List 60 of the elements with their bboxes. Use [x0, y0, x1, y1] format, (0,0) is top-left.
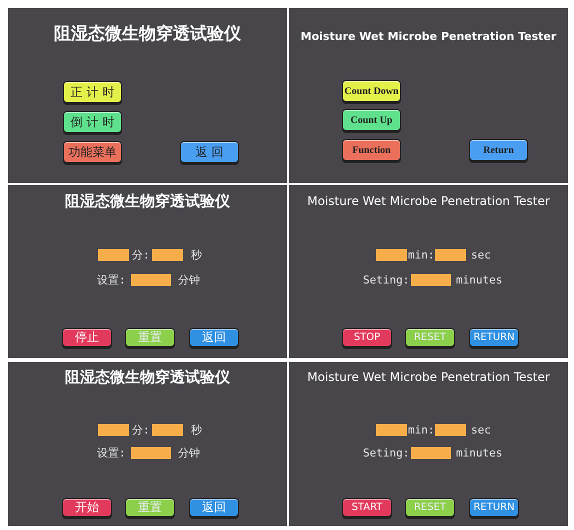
- input-field: [131, 447, 171, 459]
- field-label: Seting:: [363, 274, 410, 286]
- field-label: minutes: [456, 446, 502, 460]
- field-label: 设置:: [97, 446, 126, 460]
- button: 正 计 时: [63, 81, 122, 103]
- field-label: 分:: [132, 422, 150, 438]
- button: 返回: [189, 498, 239, 517]
- input-field: [411, 274, 451, 286]
- field-label: 分钟: [178, 446, 200, 460]
- screen-panel: [8, 362, 287, 526]
- button: RETURN: [469, 328, 519, 347]
- field-label: 分:: [132, 248, 150, 262]
- button: 停止: [62, 328, 112, 347]
- screen-title: 阻湿态微生物穿透试验仪: [64, 192, 231, 211]
- input-field: [376, 249, 407, 261]
- input-field: [98, 249, 129, 261]
- field-label: sec: [471, 424, 491, 436]
- field-label: 设置:: [97, 272, 126, 288]
- button: RESET: [405, 498, 455, 517]
- input-field: [435, 249, 466, 261]
- screen-panel: [289, 185, 568, 358]
- screen-title: Moisture Wet Microbe Penetration Tester: [306, 370, 551, 384]
- button: STOP: [342, 328, 392, 347]
- field-label: 分钟: [178, 272, 200, 288]
- button: 返 回: [180, 141, 239, 163]
- input-field: [131, 274, 171, 286]
- button: 重置: [125, 498, 175, 517]
- input-field: [152, 424, 183, 436]
- button: 功能菜单: [63, 141, 122, 163]
- input-field: [376, 424, 407, 436]
- field-label: min:: [408, 248, 434, 262]
- screen-panel: [8, 185, 287, 358]
- input-field: [152, 249, 183, 261]
- screen-title: Moisture Wet Microbe Penetration Tester: [300, 30, 558, 43]
- button: Return: [469, 139, 528, 161]
- input-field: [411, 447, 451, 459]
- screen-title: Moisture Wet Microbe Penetration Tester: [306, 194, 551, 208]
- field-label: Seting:: [363, 446, 410, 460]
- button: RETURN: [469, 498, 519, 517]
- field-label: minutes: [456, 274, 502, 286]
- field-label: sec: [471, 248, 491, 262]
- button: START: [342, 498, 392, 517]
- input-field: [435, 424, 466, 436]
- field-label: 秒: [191, 422, 202, 438]
- input-field: [98, 424, 129, 436]
- screen-title: 阻湿态微生物穿透试验仪: [64, 368, 231, 387]
- screen-panel: [289, 362, 568, 526]
- screen-panel: [8, 8, 287, 183]
- screen-title: 阻湿态微生物穿透试验仪: [53, 23, 242, 45]
- field-label: 秒: [191, 248, 202, 262]
- screen-panel: [289, 8, 568, 183]
- button: Count Up: [342, 109, 401, 131]
- button: 返回: [189, 328, 239, 347]
- button: Count Down: [342, 80, 401, 102]
- button: 开始: [62, 498, 112, 517]
- button: 重置: [125, 328, 175, 347]
- button: RESET: [405, 328, 455, 347]
- button: 倒 计 时: [63, 111, 122, 133]
- button: Function: [342, 139, 401, 161]
- field-label: min:: [408, 424, 434, 436]
